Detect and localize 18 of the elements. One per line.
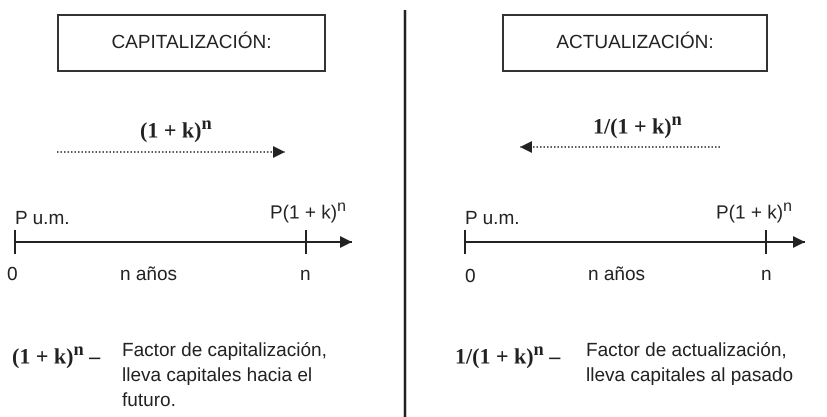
axis-label: n — [300, 264, 311, 286]
description-text: Factor de actualización, lleva capitales al pasado — [586, 339, 794, 388]
factor-formula: 1/(1 + k)$^{n}$ — [593, 108, 682, 138]
factor-formula: 1/(1 + k)$^{n}$ – — [455, 338, 560, 368]
axis-label: n años — [588, 264, 646, 286]
factor-formula: (1 + k)$^{n}$ — [140, 112, 212, 142]
axis-label: n — [761, 264, 772, 286]
axis-label: 0 — [465, 266, 476, 288]
axis-label: n años — [120, 264, 178, 286]
value-label: P u.m. — [15, 208, 70, 230]
value-label: P u.m. — [465, 208, 520, 230]
title-box: ACTUALIZACIÓN: — [502, 14, 768, 72]
factor-formula: (1 + k)$^{n}$ – — [12, 338, 100, 368]
description-text: Factor de capitalización, lleva capitales hacia el futuro. — [122, 339, 328, 413]
value-label: P(1 + k)$^{n}$ — [716, 197, 792, 224]
value-label: P(1 + k)$^{n}$ — [270, 197, 346, 224]
title-box: CAPITALIZACIÓN: — [57, 14, 326, 72]
axis-label: 0 — [7, 264, 18, 286]
